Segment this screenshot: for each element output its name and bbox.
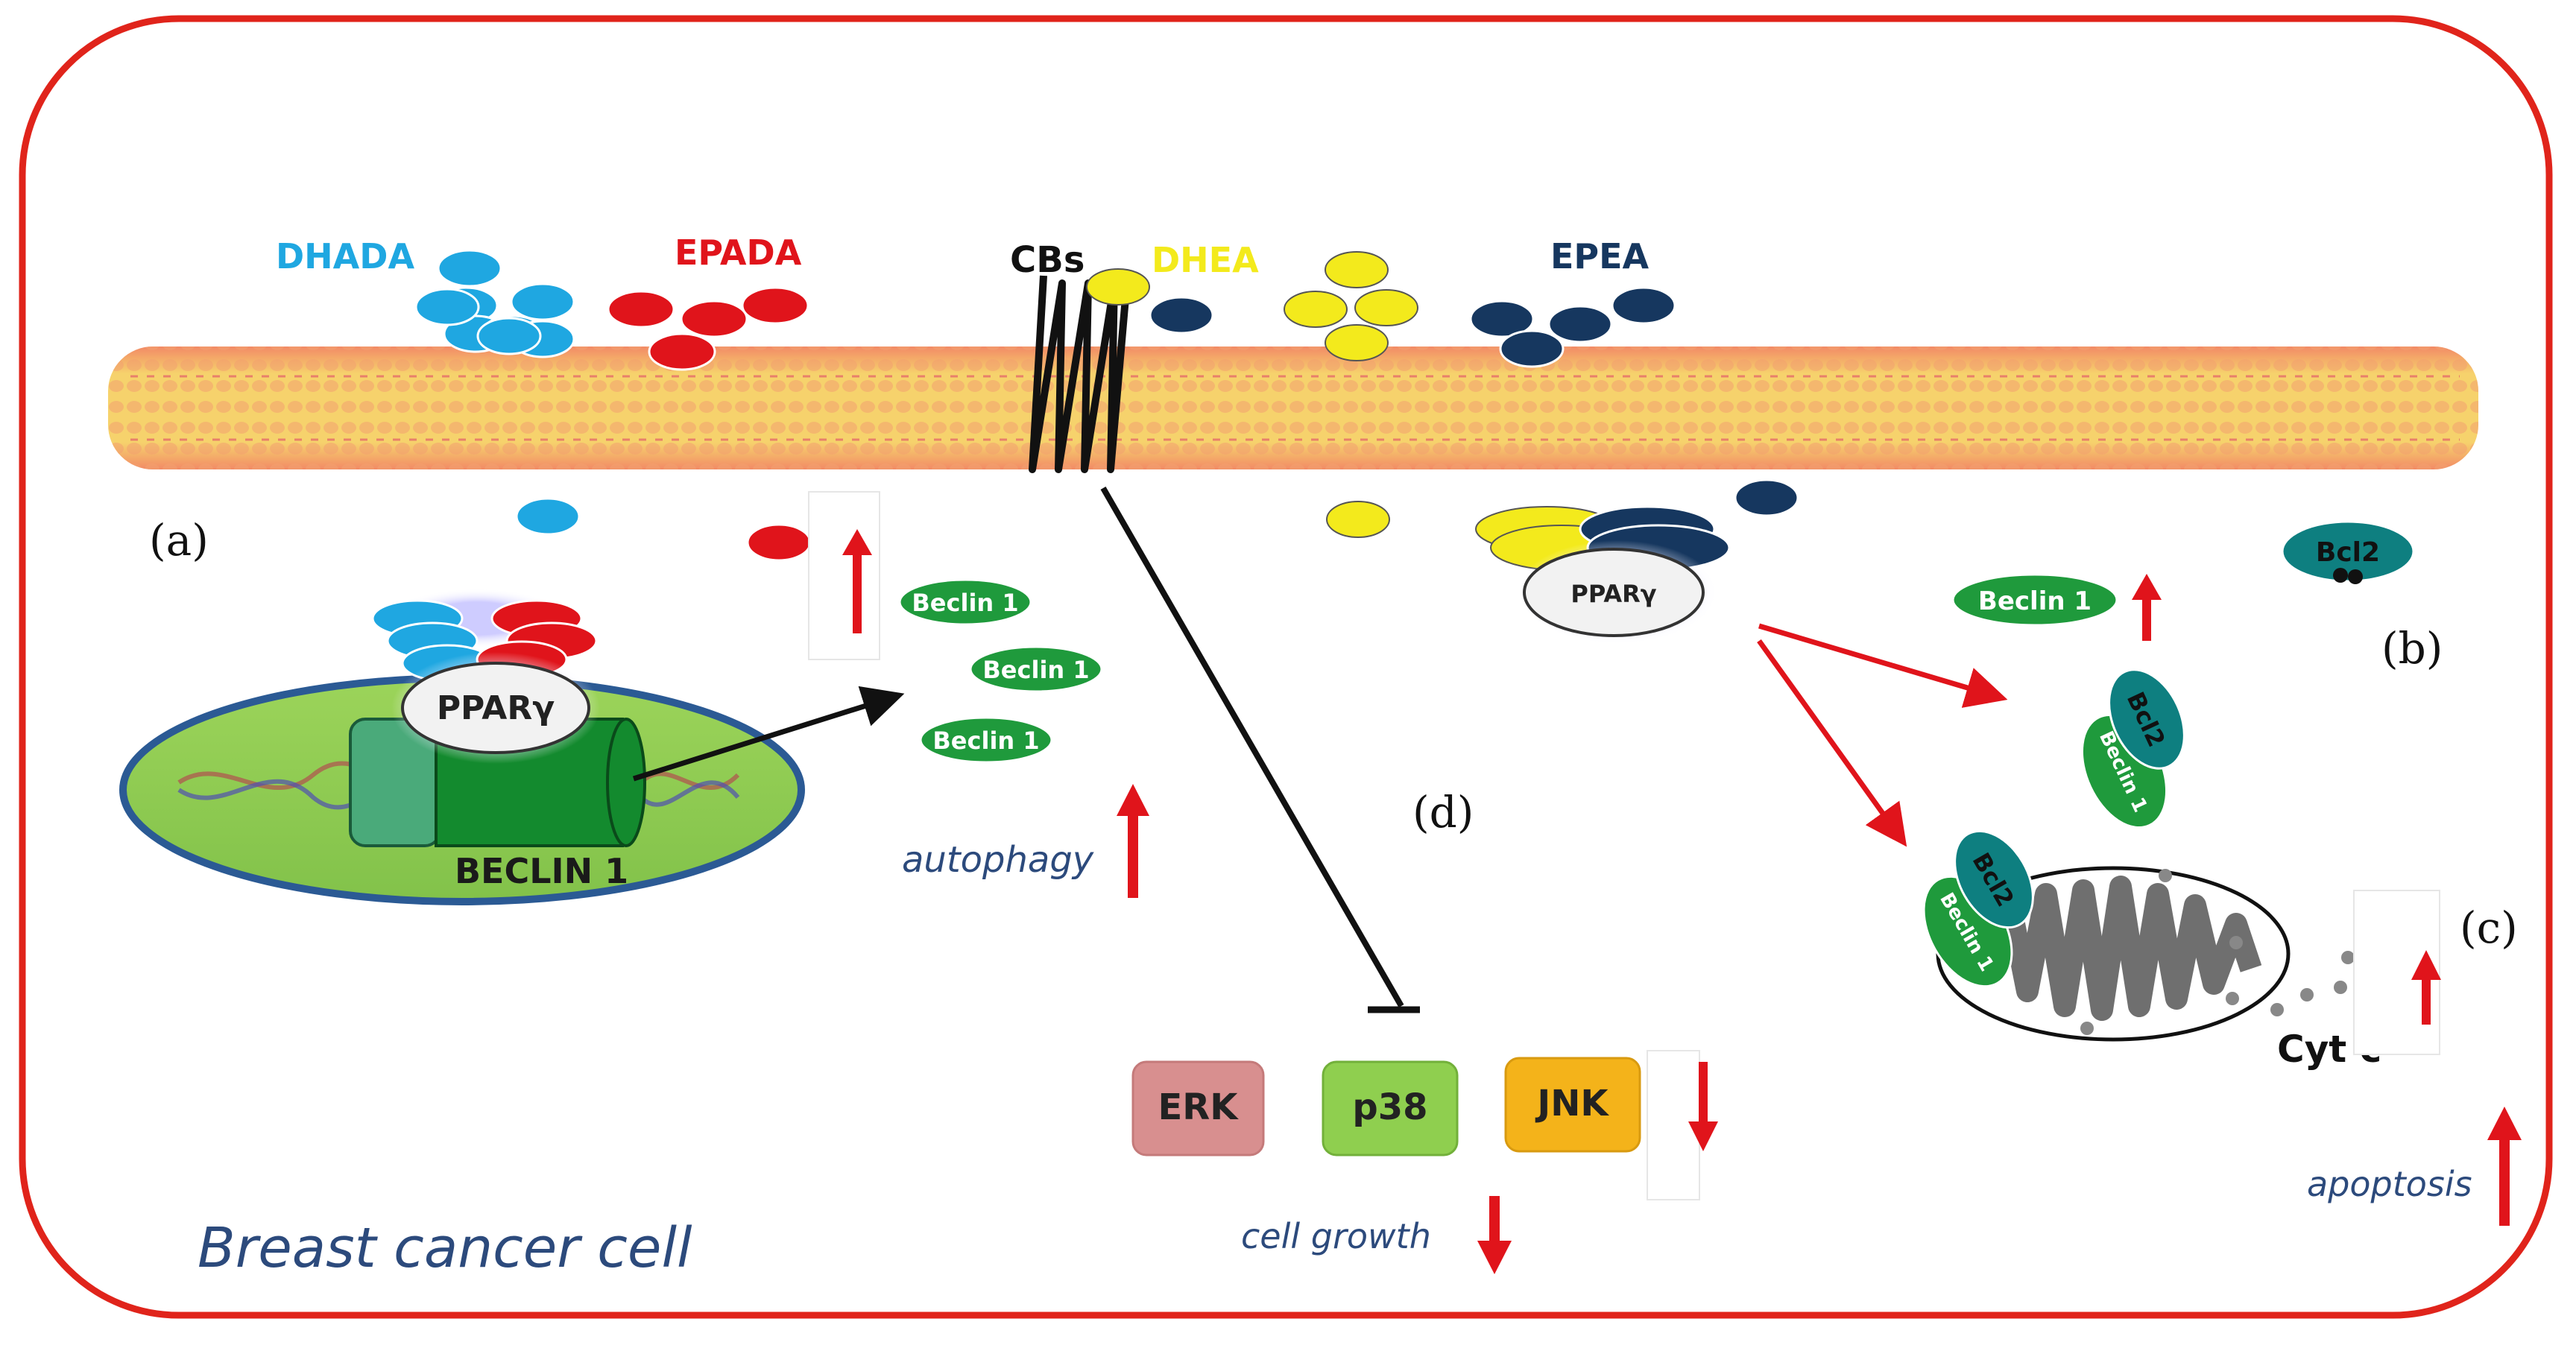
beclin-gene-label: BECLIN 1 — [455, 851, 628, 891]
ppar-complex-b: PPARγ — [1475, 505, 1731, 645]
epea-molecules — [1149, 286, 1799, 517]
jnk-box: JNK — [1504, 1057, 1641, 1153]
up-arrow-cytc — [2353, 890, 2441, 1055]
label-cbs: CBs — [1010, 239, 1085, 281]
beclin-label-2: Beclin 1 — [982, 656, 1089, 684]
p38-label: p38 — [1352, 1086, 1427, 1128]
gene-to-beclin-arrow — [632, 686, 905, 782]
beclin-stack-a: Beclin 1 Beclin 1 Beclin 1 — [898, 578, 1103, 764]
cell-membrane — [108, 347, 2478, 469]
label-dhada: DHADA — [276, 236, 414, 276]
down-arrow-cell-growth — [1477, 1196, 1512, 1274]
label-epada: EPADA — [675, 232, 802, 273]
ppar-complex-a: PPARγ — [371, 589, 600, 764]
inhibition-line — [1100, 487, 1420, 1013]
up-arrow-beclin-a — [808, 491, 880, 660]
cell-border — [19, 15, 2553, 1319]
ppar-label-a: PPARγ — [437, 689, 555, 727]
label-dhea: DHEA — [1152, 240, 1259, 280]
erk-box: ERK — [1131, 1060, 1265, 1156]
ppar-to-mito-arrow — [1757, 639, 1907, 847]
ppar-to-bcl2-arrow — [1758, 623, 2008, 708]
beclin-b: Beclin 1 — [1951, 573, 2118, 627]
up-arrow-beclin-b — [2132, 574, 2162, 641]
beclin-label-b: Beclin 1 — [1978, 586, 2092, 616]
dhea-molecules — [1086, 251, 1418, 538]
autophagy-label: autophagy — [902, 839, 1094, 881]
up-arrow-apoptosis — [2487, 1107, 2522, 1226]
bcl2-label-top: Bcl2 — [2316, 537, 2380, 568]
p38-box: p38 — [1322, 1060, 1459, 1156]
cell-growth-label: cell growth — [1241, 1216, 1431, 1256]
erk-label: ERK — [1158, 1086, 1240, 1128]
apoptosis-label: apoptosis — [2307, 1164, 2472, 1204]
jnk-label: JNK — [1535, 1083, 1609, 1124]
up-arrow-autophagy — [1117, 784, 1149, 898]
panel-label-d: (d) — [1412, 787, 1474, 838]
panel-label-c: (c) — [2460, 902, 2518, 953]
bcl2-top: Bcl2 — [2281, 520, 2415, 584]
bcl2-beclin-complex-b: Beclin 1 Bcl2 — [2080, 668, 2185, 829]
panel-label-a: (a) — [149, 515, 209, 566]
dhada-molecules — [414, 249, 581, 536]
bcl2-beclin-complex-c: Beclin 1 Bcl2 — [1922, 829, 2034, 988]
down-arrow-mapk — [1647, 1050, 1718, 1200]
ppar-label-b: PPARγ — [1570, 580, 1656, 608]
label-epea: EPEA — [1550, 236, 1650, 276]
beclin-label-3: Beclin 1 — [932, 727, 1039, 755]
cell-title: Breast cancer cell — [198, 1216, 692, 1280]
epada-molecules — [607, 286, 812, 562]
beclin-label-1: Beclin 1 — [912, 589, 1018, 617]
panel-label-b: (b) — [2381, 623, 2443, 674]
